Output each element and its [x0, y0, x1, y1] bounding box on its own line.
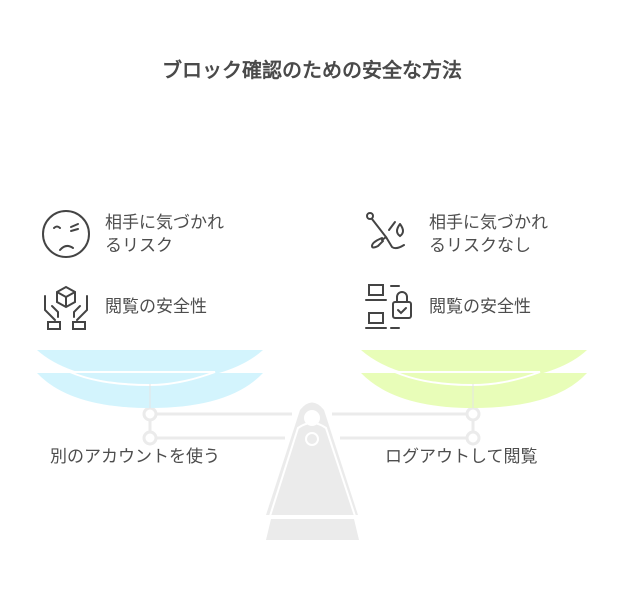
right-option-label: ログアウトして閲覧 — [385, 447, 538, 467]
right-item-safety: 閲覧の安全性 — [429, 297, 531, 317]
left-item-risk-line2: るリスク — [105, 236, 173, 256]
confused-face-icon — [42, 210, 90, 258]
hands-holding-box-icon — [44, 285, 88, 330]
right-pan — [361, 350, 587, 408]
laptops-lock-icon — [365, 284, 412, 329]
left-item-safety: 閲覧の安全性 — [105, 297, 207, 317]
right-item-risk-line2: るリスクなし — [429, 236, 531, 256]
right-item-risk: 相手に気づかれ るリスクなし — [429, 212, 548, 258]
left-option-label: 別のアカウントを使う — [50, 447, 220, 467]
left-item-risk-line1: 相手に気づかれ — [105, 213, 224, 233]
right-item-risk-line1: 相手に気づかれ — [429, 213, 548, 233]
left-item-risk: 相手に気づかれ るリスク — [105, 212, 224, 258]
scale-stand — [266, 402, 359, 540]
cut-wire-icon — [366, 212, 405, 250]
diagram-title: ブロック確認のための安全な方法 — [162, 58, 462, 82]
